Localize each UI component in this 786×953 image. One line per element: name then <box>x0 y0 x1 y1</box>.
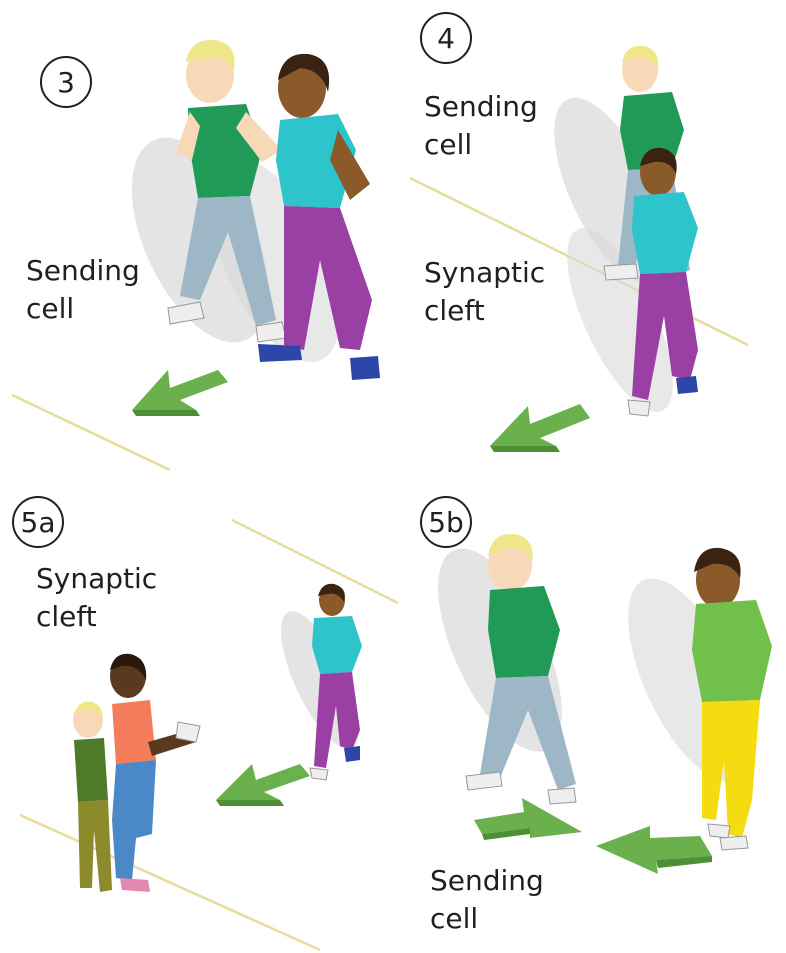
label-sending-cell-panel4: Sending cell <box>424 88 538 164</box>
arrow-panel5b-left <box>596 826 712 874</box>
arrow-panel4 <box>490 404 590 452</box>
arrow-panel3 <box>132 370 228 416</box>
label-synaptic-cleft-panel4: Synaptic cleft <box>424 254 545 330</box>
step-badge-3: 3 <box>40 56 92 108</box>
boy-olive-figure <box>73 702 112 892</box>
girl-orange-shirt-figure <box>110 654 200 892</box>
panel5b-figures <box>413 531 778 850</box>
panel4-figures <box>531 46 698 426</box>
boundary-line-panel5a-bottom <box>20 815 320 950</box>
boundary-line-panel5a <box>232 520 398 603</box>
arrow-panel5a <box>216 764 310 806</box>
boy-green-shirt-figure <box>692 548 772 850</box>
step-badge-5a: 5a <box>12 496 64 548</box>
label-synaptic-cleft-panel5a: Synaptic cleft <box>36 560 157 636</box>
panel3-figures <box>104 40 380 381</box>
step-badge-4: 4 <box>420 12 472 64</box>
label-sending-cell-panel5b: Sending cell <box>430 862 544 938</box>
arrow-panel5b-right <box>474 798 582 840</box>
label-sending-cell-panel3: Sending cell <box>26 252 140 328</box>
step-badge-5b: 5b <box>420 496 472 548</box>
